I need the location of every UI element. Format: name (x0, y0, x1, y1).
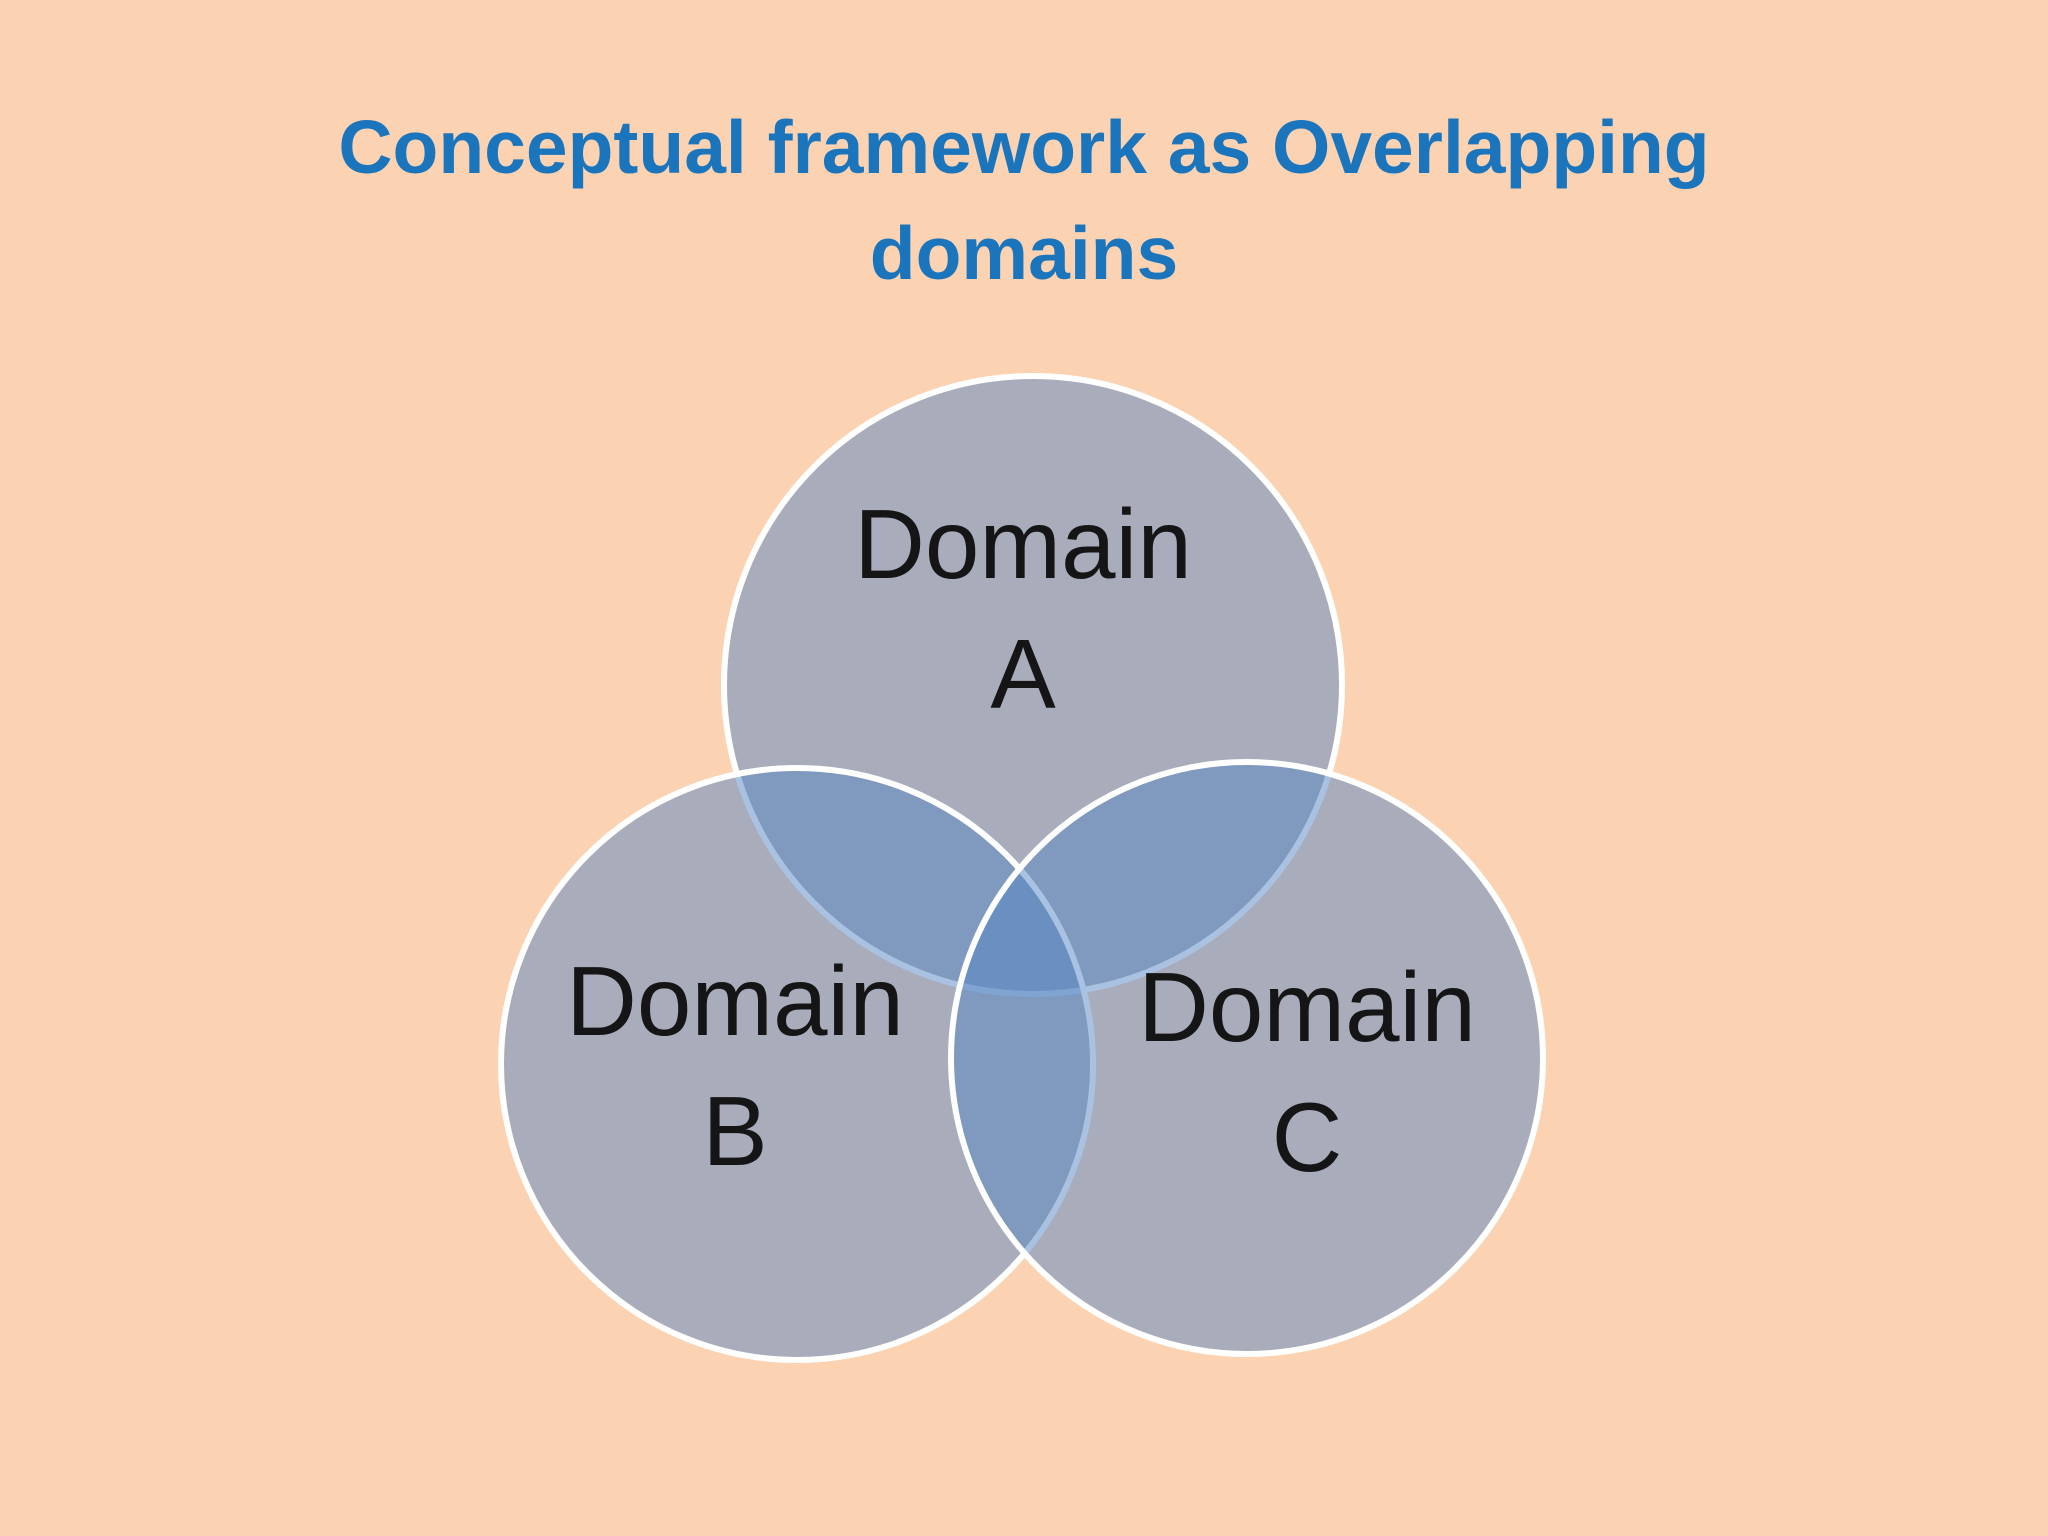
label-domain-a-letter: A (990, 619, 1056, 729)
label-domain-b: Domain B (435, 936, 1035, 1196)
label-domain-b-word: Domain (566, 946, 904, 1056)
label-domain-b-letter: B (702, 1076, 768, 1186)
label-domain-a: Domain A (723, 479, 1323, 739)
circle-domain-c (948, 759, 1546, 1357)
label-domain-c: Domain C (1007, 942, 1607, 1202)
label-domain-c-word: Domain (1138, 952, 1476, 1062)
slide-title: Conceptual framework as Overlapping doma… (338, 105, 1710, 295)
label-domain-c-letter: C (1271, 1082, 1343, 1192)
label-domain-a-word: Domain (854, 489, 1192, 599)
